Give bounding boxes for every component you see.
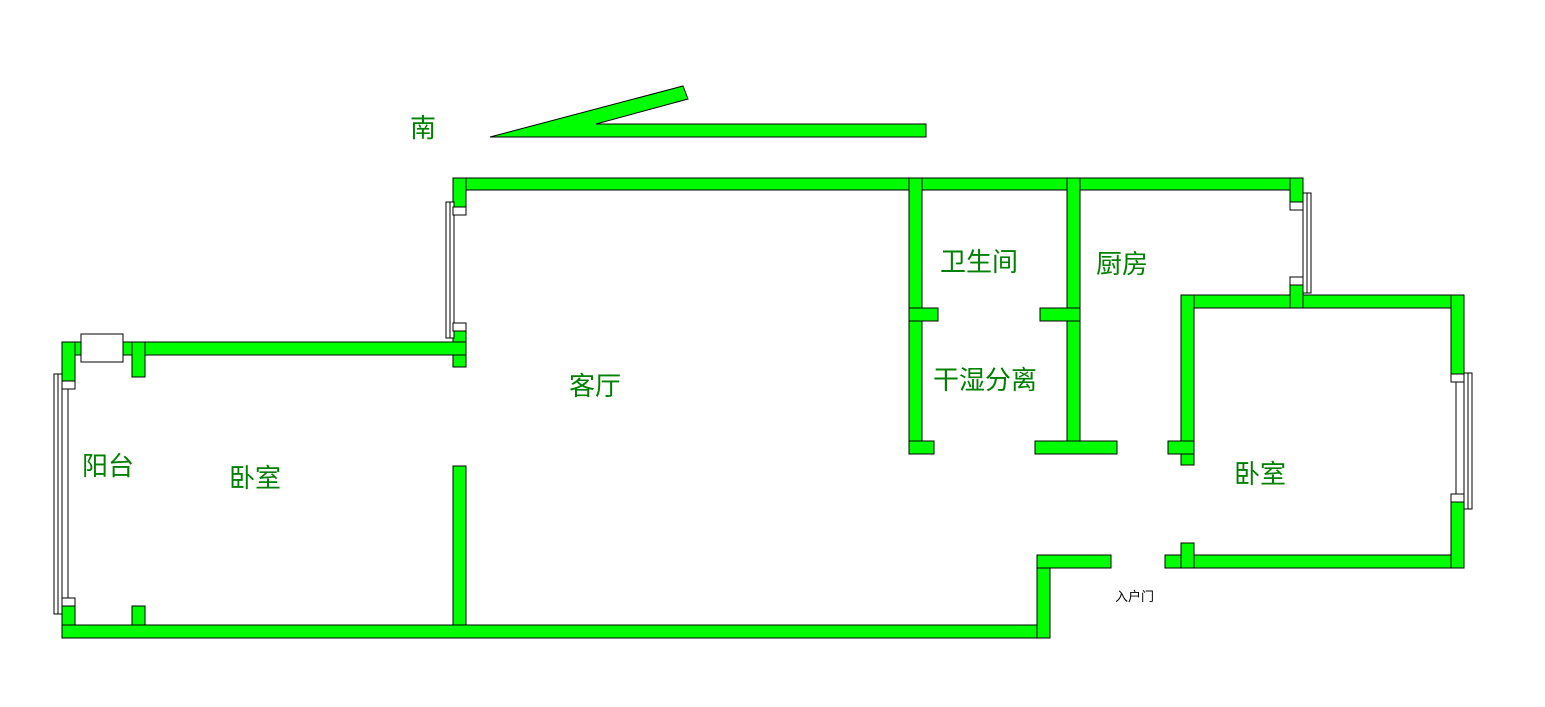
top-wall — [452, 177, 1304, 191]
bedroom-left-wall-top — [61, 341, 76, 383]
living-left-wall-lower — [452, 465, 467, 637]
right-bedroom-door-jamb — [1167, 440, 1195, 455]
bottom-wall — [61, 624, 1051, 639]
right-bedroom-window — [1450, 372, 1473, 510]
compass-direction-label: 南 — [410, 114, 437, 144]
right-bedroom-left-wall — [1180, 294, 1195, 466]
room-label-kitchen: 厨房 — [1096, 250, 1149, 280]
room-label-balcony: 阳台 — [82, 452, 135, 482]
entrance-right-wall — [1164, 554, 1464, 569]
entrance-left-wall — [1036, 554, 1112, 569]
vent-box — [80, 333, 124, 363]
bathroom-right-jamb-lower — [1034, 440, 1118, 455]
right-bedroom-right-wall-top — [1450, 294, 1465, 376]
kitchen-right-wall-top — [1289, 177, 1304, 205]
right-bedroom-top-wall — [1180, 294, 1464, 309]
balcony-divider-top — [131, 341, 146, 378]
kitchen-right-wall-bottom — [1289, 282, 1304, 309]
room-label-dry-wet-separation: 干湿分离 — [933, 366, 1038, 396]
bathroom-left-jamb-lower — [908, 440, 935, 455]
living-room-window — [445, 201, 467, 339]
compass-arrow — [489, 85, 927, 138]
balcony-window — [53, 373, 76, 615]
room-label-bedroom-left: 卧室 — [229, 464, 282, 494]
kitchen-window — [1289, 192, 1312, 294]
right-bedroom-left-stub — [1180, 542, 1195, 569]
room-label-bathroom: 卫生间 — [940, 248, 1019, 278]
bathroom-left-jamb-upper — [908, 307, 939, 322]
entrance-door-label: 入户门 — [1115, 590, 1155, 605]
room-label-bedroom-right: 卧室 — [1234, 460, 1287, 490]
room-label-living-room: 客厅 — [569, 372, 622, 402]
right-bedroom-right-wall-bottom — [1450, 499, 1465, 569]
bathroom-right-jamb-upper — [1039, 307, 1081, 322]
